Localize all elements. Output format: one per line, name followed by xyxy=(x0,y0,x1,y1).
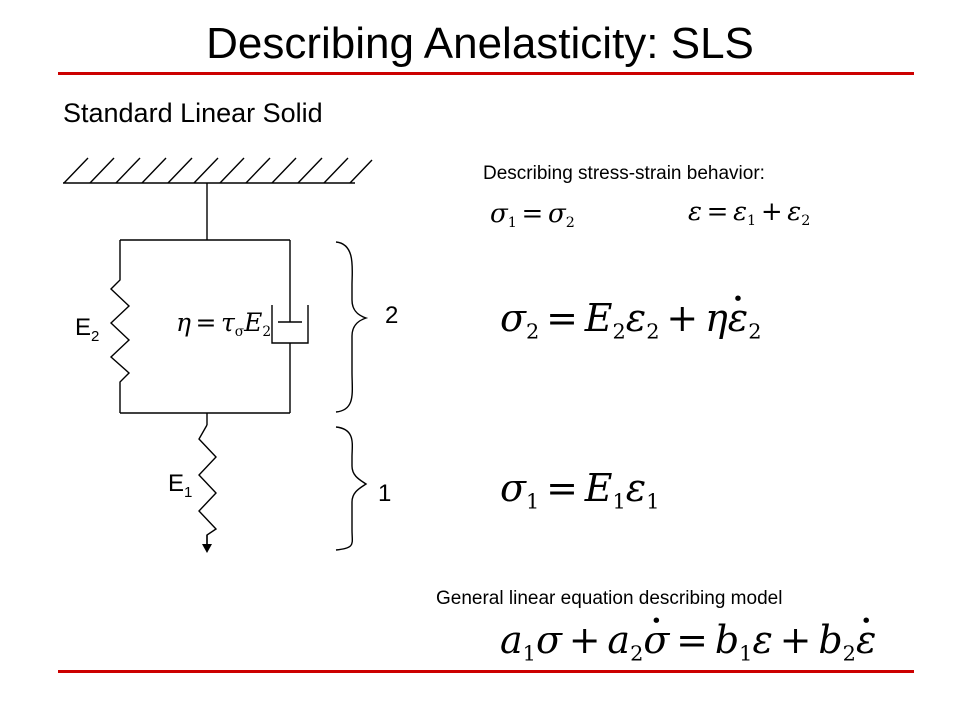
brace-lower-label: 1 xyxy=(378,480,392,507)
equation-element-1: σ1=E1ε1 xyxy=(500,466,660,514)
spring-e1 xyxy=(198,424,218,545)
brace-upper xyxy=(335,241,369,413)
dashpot-viscosity-eq: η=τσE2 xyxy=(176,308,272,340)
equation-general: a1σ+a2σ=b1ε+b2ε xyxy=(500,610,877,665)
support-hatching xyxy=(63,157,373,184)
equation-element-2: σ2=E2ε2+ηε2 xyxy=(500,288,761,343)
spring-e2-label: E2 xyxy=(75,314,100,345)
fixed-support xyxy=(63,157,373,184)
brace-lower xyxy=(335,426,368,551)
stress-strain-heading: Describing stress-strain behavior: xyxy=(483,163,765,184)
dashpot xyxy=(271,240,309,413)
subtitle: Standard Linear Solid xyxy=(63,98,323,128)
slide-title: Describing Anelasticity: SLS xyxy=(206,19,754,68)
load-arrow xyxy=(202,535,212,553)
brace-upper-label: 2 xyxy=(385,302,399,329)
top-rule xyxy=(58,72,914,75)
bottom-rule xyxy=(58,670,914,673)
equation-strain-sum: ε=ε1+ε2 xyxy=(688,197,811,229)
general-equation-heading: General linear equation describing model xyxy=(436,588,783,609)
spring-e1-label: E1 xyxy=(168,470,193,501)
spring-e2 xyxy=(109,240,131,413)
equation-stress-equal: σ1=σ2 xyxy=(490,199,575,231)
